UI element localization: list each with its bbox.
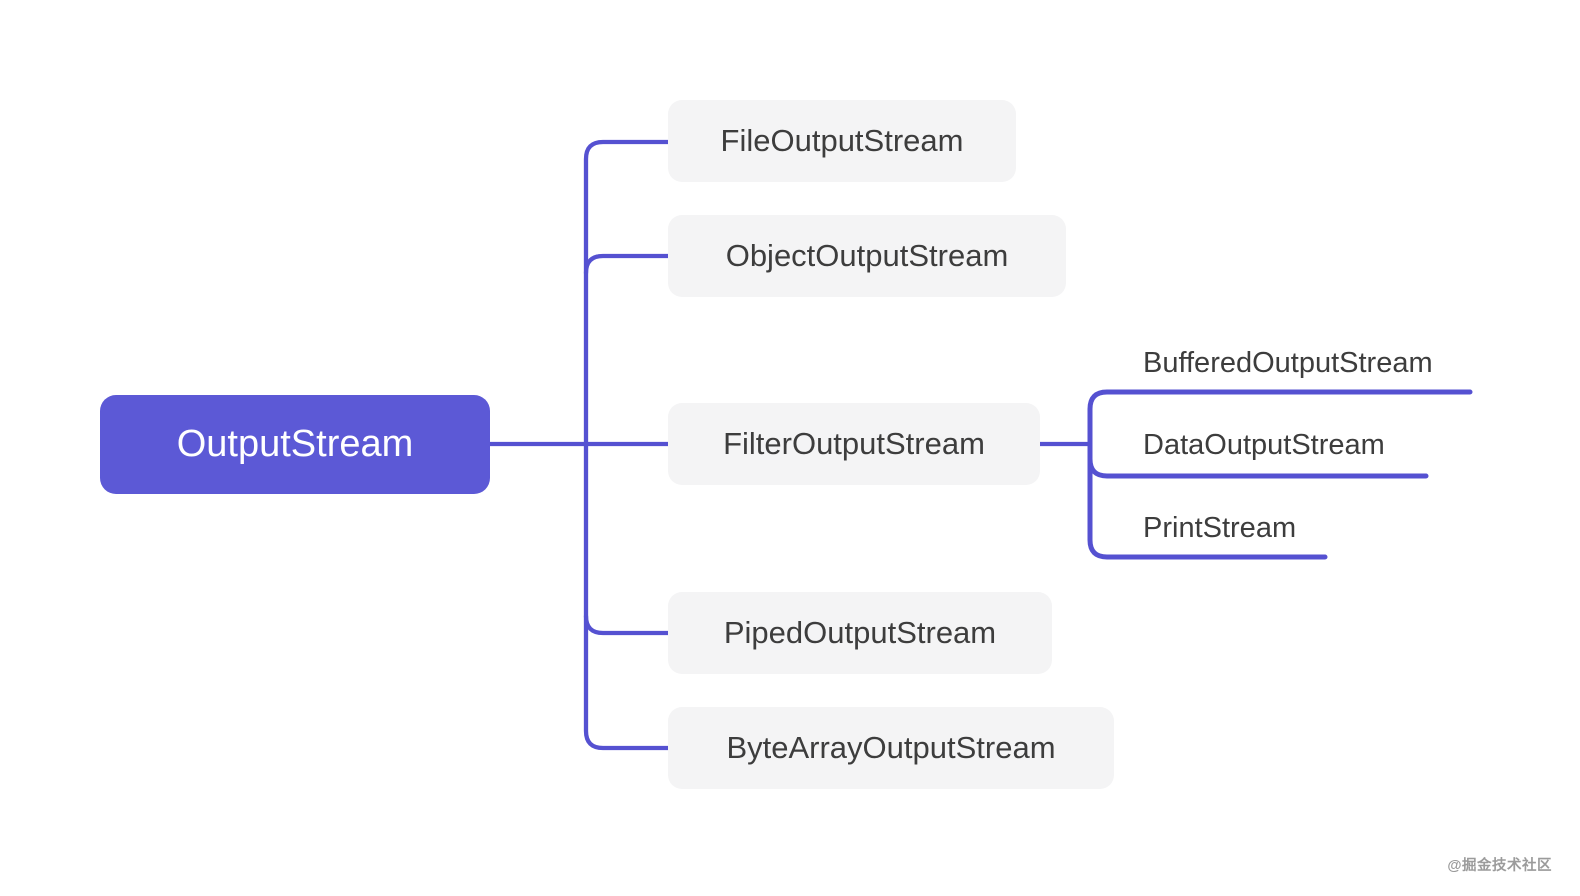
node-outputstream-root-label: OutputStream xyxy=(176,423,414,465)
node-bytearrayoutputstream-label: ByteArrayOutputStream xyxy=(726,730,1056,765)
connector-object-branch xyxy=(583,253,703,276)
node-objectoutputstream-label: ObjectOutputStream xyxy=(725,238,1009,273)
node-filteroutputstream-label: FilterOutputStream xyxy=(723,426,985,461)
connector-sub-trunk xyxy=(1087,389,1473,560)
node-fileoutputstream-label: FileOutputStream xyxy=(720,123,964,158)
juejin-watermark: @掘金技术社区 xyxy=(1447,858,1552,874)
connector-main-trunk xyxy=(583,139,703,751)
node-objectoutputstream[interactable]: ObjectOutputStream xyxy=(668,215,1066,297)
connector-piped-branch xyxy=(583,613,703,636)
node-fileoutputstream[interactable]: FileOutputStream xyxy=(668,100,1016,182)
node-filteroutputstream[interactable]: FilterOutputStream xyxy=(668,403,1040,485)
node-dataoutputstream[interactable]: DataOutputStream xyxy=(1143,429,1385,461)
node-printstream[interactable]: PrintStream xyxy=(1143,512,1297,544)
node-pipedoutputstream-label: PipedOutputStream xyxy=(723,615,997,650)
node-bufferedoutputstream[interactable]: BufferedOutputStream xyxy=(1143,347,1433,379)
node-outputstream-root[interactable]: OutputStream xyxy=(100,395,490,494)
node-pipedoutputstream[interactable]: PipedOutputStream xyxy=(668,592,1052,674)
connector-data-branch xyxy=(1087,456,1429,479)
node-bytearrayoutputstream[interactable]: ByteArrayOutputStream xyxy=(668,707,1114,789)
